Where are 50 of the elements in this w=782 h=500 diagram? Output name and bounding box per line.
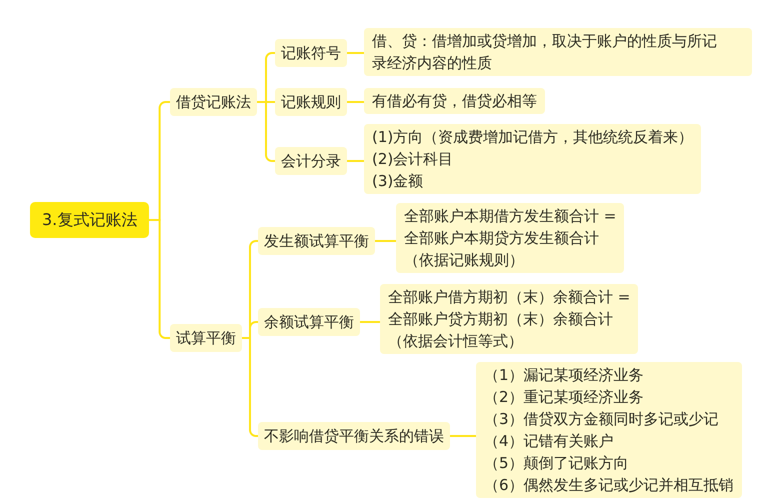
branch-line: [346, 160, 365, 162]
note-text: （2）重记某项经济业务: [484, 387, 645, 408]
branch-line: [148, 219, 171, 339]
topic-label: 记账符号: [281, 43, 341, 64]
topic-box: [170, 88, 257, 116]
note-box: [364, 124, 702, 194]
topic-label: 试算平衡: [176, 328, 236, 349]
topic-box: [275, 88, 347, 116]
note-text: （依据会计恒等式）: [388, 331, 524, 352]
note-box: [396, 203, 624, 273]
note-text: （5）颠倒了记账方向: [484, 453, 630, 474]
branch-line: [359, 321, 381, 323]
topic-box: [258, 422, 450, 450]
branch-line: [256, 101, 276, 162]
topic-box: [275, 39, 347, 67]
branch-line: [346, 101, 365, 103]
note-text: （6）偶然发生多记或少记并相互抵销: [484, 475, 734, 496]
topic-label: 会计分录: [281, 151, 341, 172]
note-text: 全部账户本期贷方发生额合计: [404, 228, 600, 249]
topic-box: [170, 324, 242, 352]
topic-label: 记账规则: [281, 92, 341, 113]
note-text: （1）漏记某项经济业务: [484, 365, 645, 386]
topic-label: 发生额试算平衡: [264, 231, 369, 252]
central-topic-box: [30, 202, 150, 238]
topic-label: 借贷记账法: [176, 92, 251, 113]
note-box: [380, 284, 638, 354]
note-box: [364, 88, 545, 114]
branch-line: [241, 337, 259, 437]
note-text: （依据记账规则）: [404, 250, 525, 271]
note-box: [364, 28, 752, 76]
branch-line: [374, 240, 397, 242]
note-text: 全部账户贷方期初（末）余额合计: [388, 309, 614, 330]
branch-line: [346, 52, 365, 54]
note-text: （3）借贷双方金额同时多记或少记: [484, 409, 720, 430]
branch-line: [449, 435, 477, 437]
note-text: 借、贷：借增加或贷增加，取决于账户的性质与所记录经济内容的性质: [372, 31, 718, 74]
note-text: (2)会计科目: [372, 149, 454, 170]
topic-label: 不影响借贷平衡关系的错误: [264, 426, 444, 447]
topic-box: [275, 147, 347, 175]
topic-label: 余额试算平衡: [264, 312, 354, 333]
note-text: 全部账户本期借方发生额合计 =: [404, 206, 616, 227]
note-text: 全部账户借方期初（末）余额合计 =: [388, 287, 630, 308]
note-text: (1)方向（资成费增加记借方，其他统统反着来）: [372, 127, 694, 148]
topic-box: [258, 227, 375, 255]
central-topic-label: 3.复式记账法: [42, 209, 138, 231]
note-text: （4）记错有关账户: [484, 431, 615, 452]
topic-box: [258, 308, 360, 336]
note-text: 有借必有贷，借贷必相等: [372, 91, 537, 112]
note-box: [476, 362, 742, 498]
note-text: (3)金额: [372, 171, 424, 192]
